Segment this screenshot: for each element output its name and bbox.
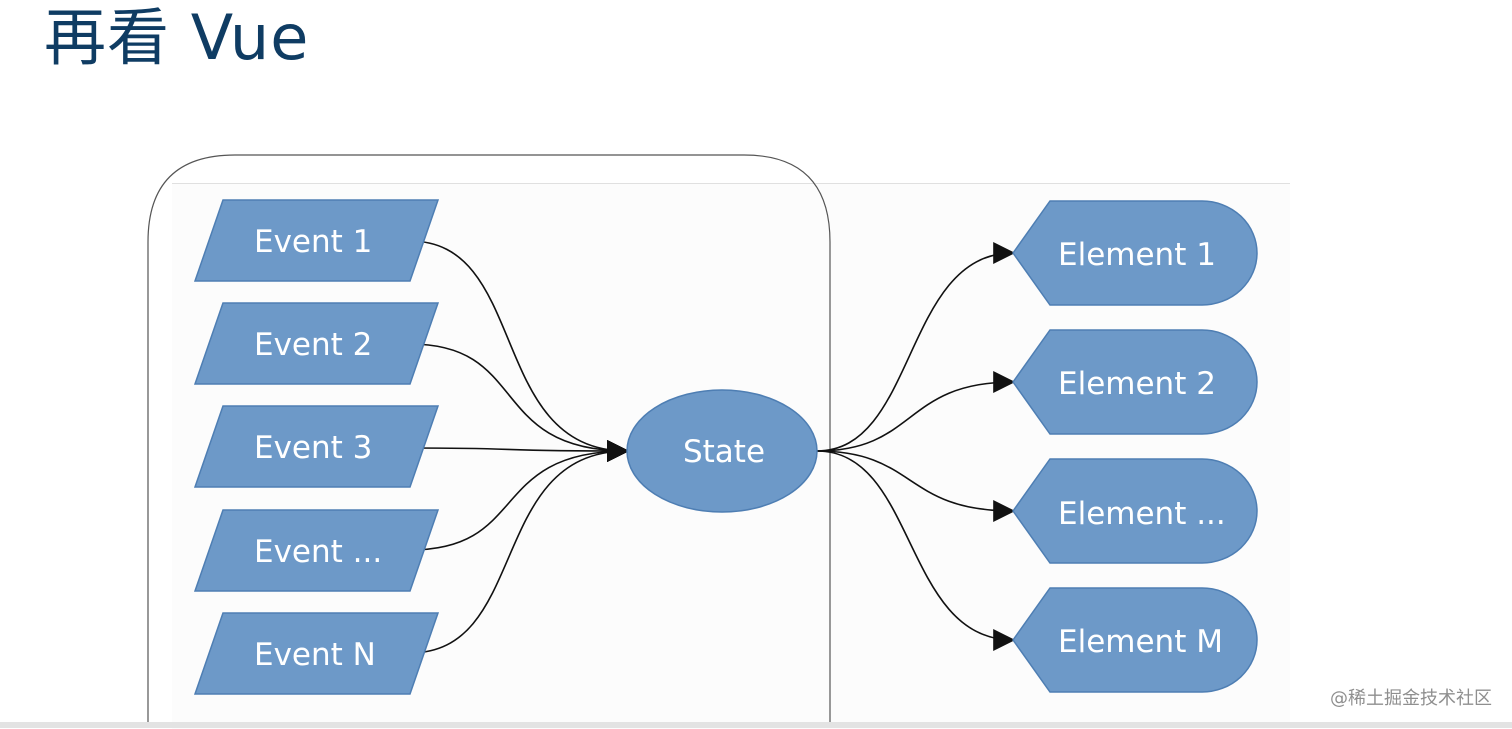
event-label: Event 2 xyxy=(254,327,372,363)
state-node: State xyxy=(626,389,818,513)
edge-event-to-state xyxy=(409,240,630,462)
edge-event-to-state xyxy=(409,343,630,462)
watermark: @稀土掘金技术社区 xyxy=(1330,688,1492,709)
bottom-bar xyxy=(0,722,1512,728)
element-label: Element 2 xyxy=(1058,366,1216,402)
event-node-ellipsis: Event ... xyxy=(193,509,440,592)
element-label: Element M xyxy=(1058,624,1223,660)
event-node-3: Event 3 xyxy=(193,405,440,488)
event-node-n: Event N xyxy=(193,612,440,695)
element-label: Element ... xyxy=(1058,496,1226,532)
event-label: Event N xyxy=(254,637,376,673)
state-label: State xyxy=(683,434,765,470)
event-node-1: Event 1 xyxy=(193,199,440,282)
event-node-2: Event 2 xyxy=(193,302,440,385)
event-label: Event ... xyxy=(254,534,382,570)
edge-state-to-element xyxy=(816,450,1016,522)
event-label: Event 3 xyxy=(254,430,372,466)
event-label: Event 1 xyxy=(254,224,372,260)
view-boundary xyxy=(147,154,831,728)
element-label: Element 1 xyxy=(1058,237,1216,273)
element-node-ellipsis: Element ... xyxy=(1012,458,1258,564)
element-node-1: Element 1 xyxy=(1012,200,1258,306)
edge-state-to-element xyxy=(816,242,1016,452)
edge-state-to-element xyxy=(816,450,1016,651)
slide-title: 再看 Vue xyxy=(44,1,310,74)
edges xyxy=(409,240,1016,654)
edge-state-to-element xyxy=(816,371,1016,452)
element-node-2: Element 2 xyxy=(1012,329,1258,435)
edge-event-to-state xyxy=(409,440,630,551)
element-node-m: Element M xyxy=(1012,587,1258,693)
edge-event-to-state xyxy=(409,439,630,462)
edge-event-to-state xyxy=(409,440,630,654)
